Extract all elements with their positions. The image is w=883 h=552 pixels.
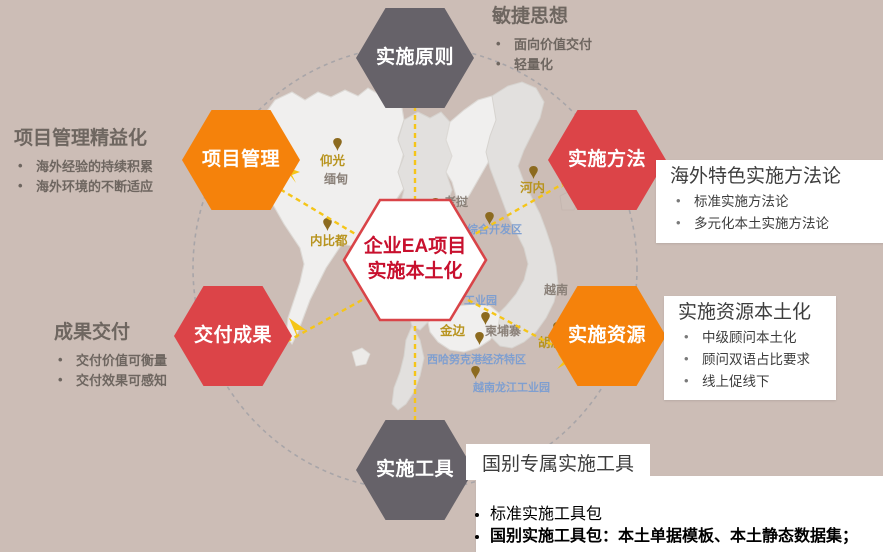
side-block-bullets: 交付价值可衡量 交付效果可感知 (54, 350, 167, 391)
side-block-bullet: 轻量化 (492, 54, 592, 75)
side-block-title: 成果交付 (54, 322, 131, 343)
callout-title: 海外特色实施方法论 (670, 166, 842, 187)
hexagon-tools[interactable]: 实施工具 (356, 420, 474, 520)
center-line-2: 实施本土化 (367, 261, 463, 282)
map-label-city: 金边 (440, 324, 466, 338)
side-block-pm-lean: 项目管理精益化 海外经验的持续积累 海外环境的不断适应 (14, 128, 153, 197)
hexagon-resources[interactable]: 实施资源 (548, 286, 666, 386)
callout-bullets: 标准实施方法论 多元化本土实施方法论 (656, 190, 883, 243)
hexagon-label: 项目管理 (201, 149, 280, 171)
map-label-city: 仰光 (320, 154, 346, 168)
hexagon-label: 交付成果 (193, 325, 272, 347)
callout-bullets: 中级顾问本土化 顾问双语占比要求 线上促线下 (664, 326, 836, 401)
side-block-bullets: 面向价值交付 轻量化 (492, 34, 592, 75)
hexagon-pm[interactable]: 项目管理 (182, 110, 300, 210)
side-block-bullet: 面向价值交付 (492, 34, 592, 55)
side-block-agile: 敏捷思想 面向价值交付 轻量化 (492, 6, 592, 75)
callout-resource-local: 实施资源本土化 中级顾问本土化 顾问双语占比要求 线上促线下 (664, 296, 836, 401)
hexagon-methods[interactable]: 实施方法 (548, 110, 666, 210)
callout-bullet: 标准实施工具包 (490, 500, 869, 524)
map-label-country: 越南 (544, 283, 569, 297)
map-pin-icon (471, 366, 480, 379)
callout-bullet: 标准实施方法论 (670, 190, 882, 213)
map-label-country: 缅甸 (324, 172, 349, 186)
side-block-bullet: 交付效果可感知 (54, 370, 167, 391)
callout-bullet: 顾问双语占比要求 (678, 348, 822, 371)
hexagon-label: 实施原则 (375, 47, 454, 69)
callout-title: 实施资源本土化 (678, 302, 812, 323)
hexagon-label: 实施方法 (567, 149, 646, 171)
callout-country-tools: 国别专属实施工具 标准实施工具包 国别实施工具包：本土单据模板、本土静态数据集；… (466, 444, 883, 552)
side-block-title: 项目管理精益化 (14, 128, 148, 149)
side-block-bullet: 海外环境的不断适应 (14, 176, 153, 197)
hexagon-delivery[interactable]: 交付成果 (174, 286, 292, 386)
side-block-bullet: 交付价值可衡量 (54, 350, 167, 371)
side-block-title: 敏捷思想 (492, 6, 569, 27)
callout-bullet: 国别实施工具包：本土单据模板、本土静态数据集；本土业务组件流程库；本土实施方案包… (490, 524, 869, 552)
center-hexagon[interactable]: 企业EA项目 实施本土化 (342, 198, 488, 322)
map-label-zone: 西哈努克港经济特区 (427, 354, 526, 366)
map-pin-icon (323, 218, 332, 231)
map-label-city: 河内 (520, 181, 546, 195)
map-pin-icon (529, 166, 538, 179)
hexagon-label: 实施资源 (567, 325, 646, 347)
map-pin-icon (475, 332, 484, 345)
callout-title: 国别专属实施工具 (466, 444, 651, 480)
map-label-zone: 越南龙江工业园 (473, 382, 550, 394)
center-line-1: 企业EA项目 (363, 236, 467, 258)
map-pin-icon (333, 138, 342, 151)
callout-methodology: 海外特色实施方法论 标准实施方法论 多元化本土实施方法论 (656, 160, 883, 243)
callout-bullets: 标准实施工具包 国别实施工具包：本土单据模板、本土静态数据集；本土业务组件流程库… (476, 500, 883, 552)
side-block-bullet: 海外经验的持续积累 (14, 156, 153, 177)
map-label-country: 柬埔寨 (485, 324, 522, 338)
callout-bullet: 多元化本土实施方法论 (670, 212, 882, 235)
callout-bullet: 线上促线下 (678, 370, 822, 393)
side-block-bullets: 海外经验的持续积累 海外环境的不断适应 (14, 156, 153, 197)
callout-bullet: 中级顾问本土化 (678, 326, 822, 349)
hexagon-label: 实施工具 (375, 459, 454, 481)
hexagon-principles[interactable]: 实施原则 (356, 8, 474, 108)
side-block-outcome: 成果交付 交付价值可衡量 交付效果可感知 (54, 322, 167, 391)
